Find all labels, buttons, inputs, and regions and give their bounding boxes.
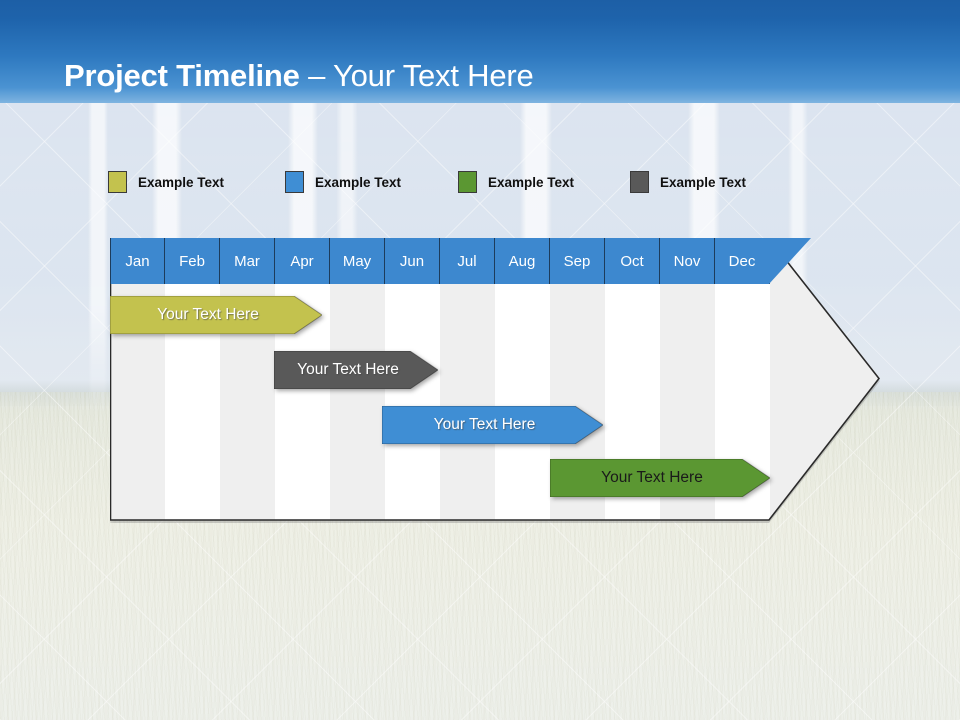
legend: Example Text Example Text Example Text Exam… <box>108 168 828 196</box>
month-cell-may[interactable]: May <box>330 238 385 284</box>
legend-item-1[interactable]: Example Text <box>108 168 224 196</box>
page-title-separator: – <box>299 58 334 93</box>
legend-item-2[interactable]: Example Text <box>285 168 401 196</box>
task-bar-label: Your Text Here <box>601 469 703 486</box>
month-header-arrow-tip <box>769 238 811 284</box>
legend-item-label: Example Text <box>660 174 747 190</box>
page-title: Project Timeline – Your Text Here <box>64 58 534 94</box>
month-cell-feb[interactable]: Feb <box>165 238 220 284</box>
month-cell-mar[interactable]: Mar <box>220 238 275 284</box>
month-cell-jun[interactable]: Jun <box>385 238 440 284</box>
page-title-strong: Project Timeline <box>64 58 300 93</box>
month-cell-nov[interactable]: Nov <box>660 238 715 284</box>
task-bar-arrow-shape <box>550 459 770 497</box>
task-bar-label: Your Text Here <box>297 361 399 378</box>
legend-item-label: Example Text <box>488 174 575 190</box>
task-bar-label: Your Text Here <box>157 306 259 323</box>
task-bar-arrow-shape <box>382 406 603 444</box>
legend-item-3[interactable]: Example Text <box>458 168 574 196</box>
title-banner <box>0 0 960 103</box>
legend-item-4[interactable]: Example Text <box>630 168 746 196</box>
plot-column-jul <box>440 284 495 520</box>
month-cell-sep[interactable]: Sep <box>550 238 605 284</box>
task-bar-arrow-shape <box>110 296 322 334</box>
month-cell-apr[interactable]: Apr <box>275 238 330 284</box>
month-cell-jul[interactable]: Jul <box>440 238 495 284</box>
month-cell-jan[interactable]: Jan <box>110 238 165 284</box>
task-bar-1[interactable]: Your Text Here <box>110 296 322 334</box>
task-bar-3[interactable]: Your Text Here <box>382 406 603 444</box>
legend-item-label: Example Text <box>138 174 225 190</box>
page-title-light: Your Text Here <box>333 58 534 93</box>
plot-column-jun <box>385 284 440 520</box>
plot-column-may <box>330 284 385 520</box>
month-cell-aug[interactable]: Aug <box>495 238 550 284</box>
legend-swatch-icon <box>458 171 477 193</box>
task-bar-arrow-shape <box>274 351 438 389</box>
legend-swatch-icon <box>630 171 649 193</box>
plot-column-aug <box>495 284 550 520</box>
month-cell-oct[interactable]: Oct <box>605 238 660 284</box>
task-bar-4[interactable]: Your Text Here <box>550 459 770 497</box>
legend-swatch-icon <box>285 171 304 193</box>
task-bar-2[interactable]: Your Text Here <box>274 351 438 389</box>
month-cell-dec[interactable]: Dec <box>715 238 770 284</box>
legend-swatch-icon <box>108 171 127 193</box>
legend-item-label: Example Text <box>315 174 402 190</box>
task-bar-label: Your Text Here <box>433 416 536 433</box>
